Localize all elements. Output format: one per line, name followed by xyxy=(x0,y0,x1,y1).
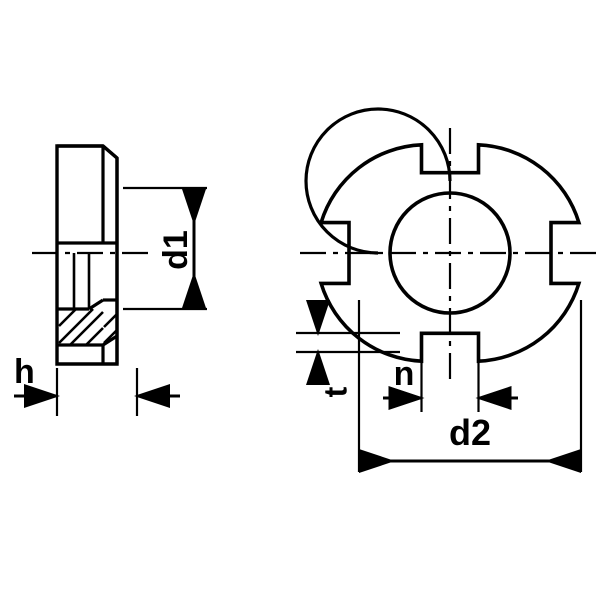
dimension-n: n xyxy=(383,355,518,412)
dimension-label-t: t xyxy=(317,386,353,397)
dimension-label-n: n xyxy=(394,355,415,393)
dimension-t: t xyxy=(296,300,400,397)
side-section-view: d1 h xyxy=(14,144,207,416)
side-view-top-chamfer xyxy=(57,144,119,364)
dimension-d2: d2 xyxy=(357,300,583,473)
side-view-bore-lines xyxy=(72,253,91,309)
dimension-label-d2: d2 xyxy=(449,412,491,453)
dimension-d1: d1 xyxy=(123,186,207,311)
side-view-edge-lines xyxy=(57,241,118,364)
dimension-label-h: h xyxy=(14,353,35,391)
front-view-centerlines xyxy=(300,128,600,385)
thread-arc xyxy=(304,107,452,255)
front-view: t n d2 xyxy=(296,107,600,473)
section-hatching-chamfer xyxy=(103,313,118,344)
dimension-label-d1: d1 xyxy=(157,230,195,270)
dimension-h: h xyxy=(14,353,180,416)
section-hatching xyxy=(58,308,104,346)
side-view-body-outline xyxy=(55,144,119,366)
